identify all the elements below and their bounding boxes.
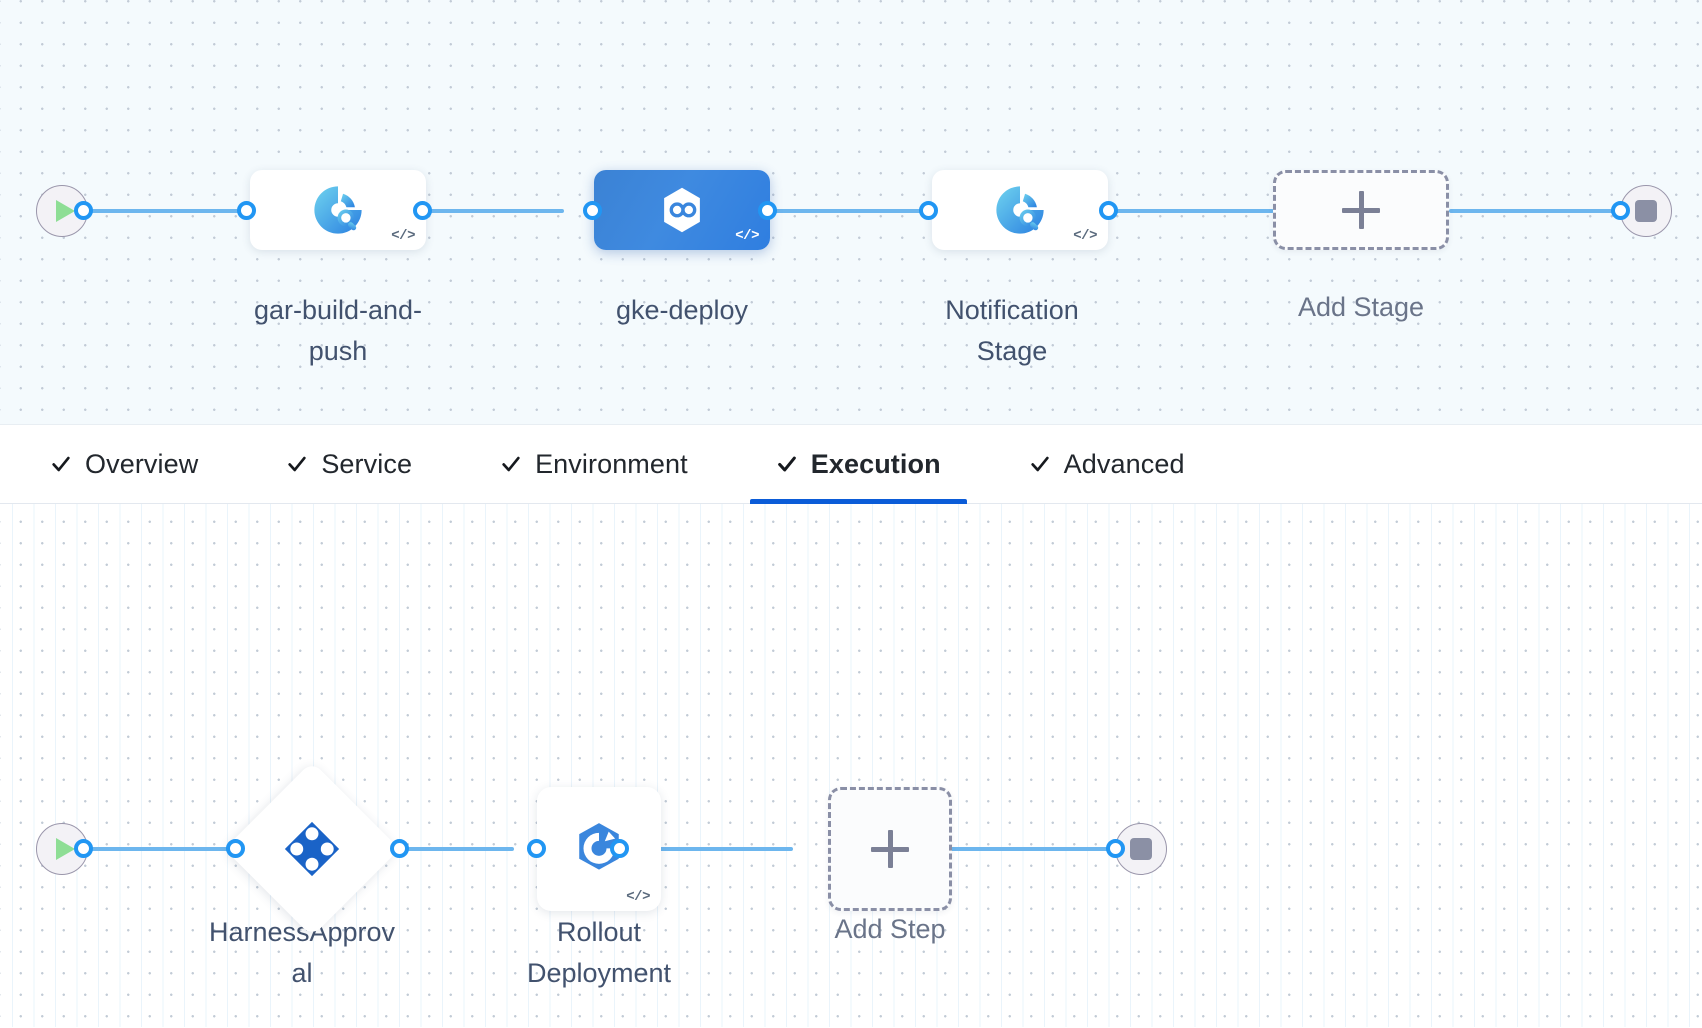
code-badge: </>: [735, 228, 759, 244]
port-stage2-out[interactable]: [758, 201, 777, 220]
edge-start-to-stage1: [83, 209, 245, 213]
tab-overview[interactable]: Overview: [24, 424, 224, 504]
stage-node-gar-build-and-push[interactable]: </>: [250, 170, 426, 250]
edge-rollout-to-addstep: [620, 847, 793, 851]
stage-config-tab-bar[interactable]: Overview Service Environment Execution A…: [0, 424, 1702, 504]
tab-advanced[interactable]: Advanced: [1003, 424, 1211, 504]
step-node-rollout-deployment[interactable]: </>: [537, 787, 661, 911]
add-step-button[interactable]: [828, 787, 952, 911]
check-icon: [52, 456, 70, 472]
step-node-harness-approval[interactable]: [224, 761, 400, 937]
check-icon: [502, 456, 520, 472]
port-stage2-in[interactable]: [583, 201, 602, 220]
add-stage-label: Add Stage: [1297, 292, 1425, 322]
port-end-in[interactable]: [1611, 201, 1630, 220]
code-badge: </>: [626, 889, 650, 905]
edge-add-to-end: [1449, 209, 1621, 213]
play-icon: [55, 200, 75, 222]
plus-icon: [1342, 191, 1380, 229]
port-approval-in[interactable]: [226, 839, 245, 858]
stage-node-notification-stage[interactable]: </>: [932, 170, 1108, 250]
port-stage3-out[interactable]: [1099, 201, 1118, 220]
diamond-content: [250, 787, 374, 911]
code-badge: </>: [391, 228, 415, 244]
stage-start-node[interactable]: [36, 185, 88, 237]
tab-label: Overview: [85, 448, 199, 479]
harness-cd-deploy-icon: [664, 187, 700, 233]
port-rollout-in[interactable]: [527, 839, 546, 858]
add-stage-button[interactable]: [1273, 170, 1449, 250]
port-stage3-in[interactable]: [919, 201, 938, 220]
stop-icon: [1635, 200, 1657, 222]
add-step-label: Add Step: [834, 914, 946, 944]
port-stage1-in[interactable]: [237, 201, 256, 220]
stop-icon: [1130, 838, 1152, 860]
port-exec-start-out[interactable]: [74, 839, 93, 858]
execution-step-canvas[interactable]: HarnessApprov al </> Rollout Deployment …: [0, 504, 1702, 1027]
port-start-out[interactable]: [74, 201, 93, 220]
edge-stage2-to-stage3: [758, 209, 924, 213]
edge-stage1-to-stage2: [398, 209, 564, 213]
code-badge: </>: [1073, 228, 1097, 244]
stage-label-notification-stage: Notification Stage: [945, 295, 1079, 366]
step-label-rollout-deployment: Rollout Deployment: [526, 917, 672, 988]
tab-service[interactable]: Service: [260, 424, 438, 504]
edge-stage3-to-add: [1095, 209, 1274, 213]
stage-node-gke-deploy[interactable]: </>: [594, 170, 770, 250]
port-rollout-out[interactable]: [610, 839, 629, 858]
tab-execution[interactable]: Execution: [749, 424, 967, 504]
tab-label: Execution: [810, 448, 941, 479]
harness-ci-build-icon: [314, 186, 362, 234]
tab-environment[interactable]: Environment: [474, 424, 714, 504]
kubernetes-rollout-icon: [579, 823, 619, 870]
tab-label: Advanced: [1063, 448, 1185, 479]
check-icon: [288, 456, 306, 472]
port-stage1-out[interactable]: [413, 201, 432, 220]
harness-ci-build-icon: [996, 186, 1044, 234]
edge-approval-to-rollout: [380, 847, 514, 851]
pipeline-stage-canvas[interactable]: </> gar-build-and- push </> gke-deploy: [0, 0, 1702, 424]
plus-icon: [871, 830, 909, 868]
check-icon: [1031, 456, 1049, 472]
check-icon: [777, 456, 796, 472]
port-exec-end-in[interactable]: [1106, 839, 1125, 858]
tab-label: Service: [321, 448, 413, 479]
edge-start-to-approval: [83, 847, 235, 851]
harness-approval-icon: [284, 821, 340, 877]
stage-label-gar-build-and-push: gar-build-and- push: [253, 295, 423, 366]
port-approval-out[interactable]: [390, 839, 409, 858]
play-icon: [55, 838, 75, 860]
edge-addstep-to-end: [950, 847, 1115, 851]
tab-label: Environment: [535, 448, 688, 479]
stage-label-gke-deploy: gke-deploy: [615, 295, 749, 325]
